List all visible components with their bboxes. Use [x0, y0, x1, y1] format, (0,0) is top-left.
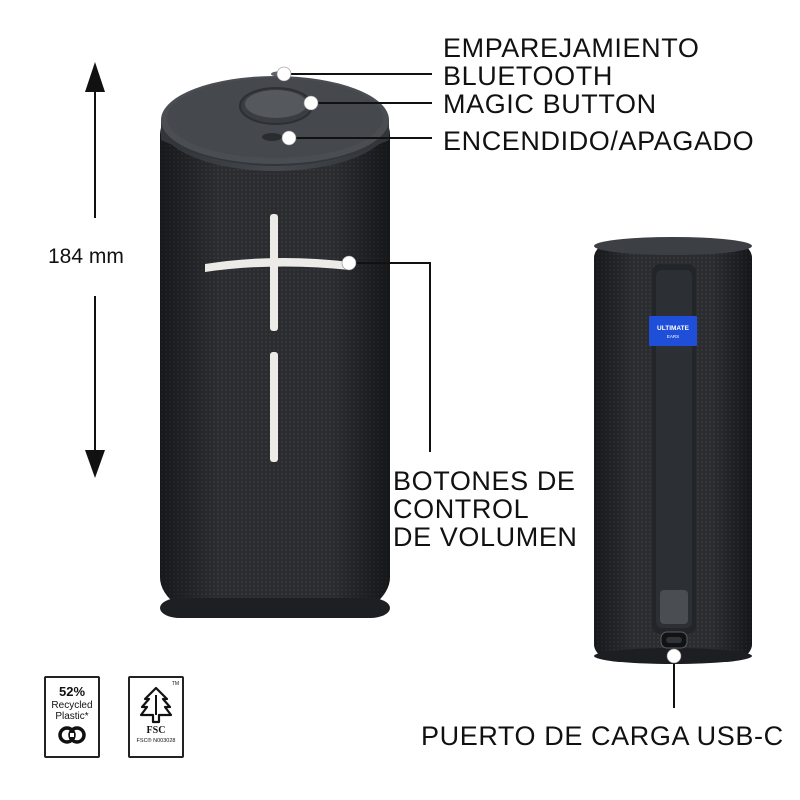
height-dimension-arrow [85, 62, 105, 478]
brand-tag-line2: EARS [667, 334, 679, 339]
fsc-logo-text: FSC [146, 725, 166, 736]
brand-tag-line1: ULTIMATE [657, 325, 690, 332]
recycled-percent: 52% [58, 684, 86, 699]
label-usb-c-port: PUERTO DE CARGA USB-C [421, 721, 784, 751]
label-bluetooth-pairing-line2: BLUETOOTH [443, 61, 613, 91]
label-volume-line2: CONTROL [393, 494, 530, 524]
speaker-back [594, 237, 752, 664]
label-volume-line1: BOTONES DE [393, 466, 576, 496]
label-volume-line3: DE VOLUMEN [393, 522, 578, 552]
label-volume-controls: BOTONES DE CONTROL DE VOLUMEN [393, 467, 578, 551]
callout-dots [276, 66, 682, 664]
speaker-front [160, 71, 390, 618]
volume-down-bar [270, 352, 278, 462]
recycle-loop-icon [58, 726, 86, 744]
recycled-plastic-badge: 52% Recycled Plastic* [44, 676, 100, 758]
height-dimension-label: 184 mm [48, 245, 124, 268]
fsc-tree-icon [139, 686, 173, 724]
label-bluetooth-pairing-line1: EMPAREJAMIENTO [443, 33, 700, 63]
fsc-badge: TM FSC FSC® N003028 [128, 676, 184, 758]
label-bluetooth-pairing: EMPAREJAMIENTO BLUETOOTH [443, 34, 699, 90]
brand-tag [649, 316, 697, 346]
label-magic-button: MAGIC BUTTON [443, 89, 657, 119]
callout-lines [284, 73, 675, 708]
fsc-trademark: TM [171, 681, 179, 687]
label-power: ENCENDIDO/APAGADO [443, 126, 755, 156]
fsc-code: FSC® N003028 [136, 738, 176, 744]
recycled-line2: Plastic* [55, 711, 89, 722]
volume-up-horizontal [205, 257, 350, 272]
recycled-line1: Recycled [51, 700, 93, 711]
volume-up-vertical [270, 214, 278, 331]
